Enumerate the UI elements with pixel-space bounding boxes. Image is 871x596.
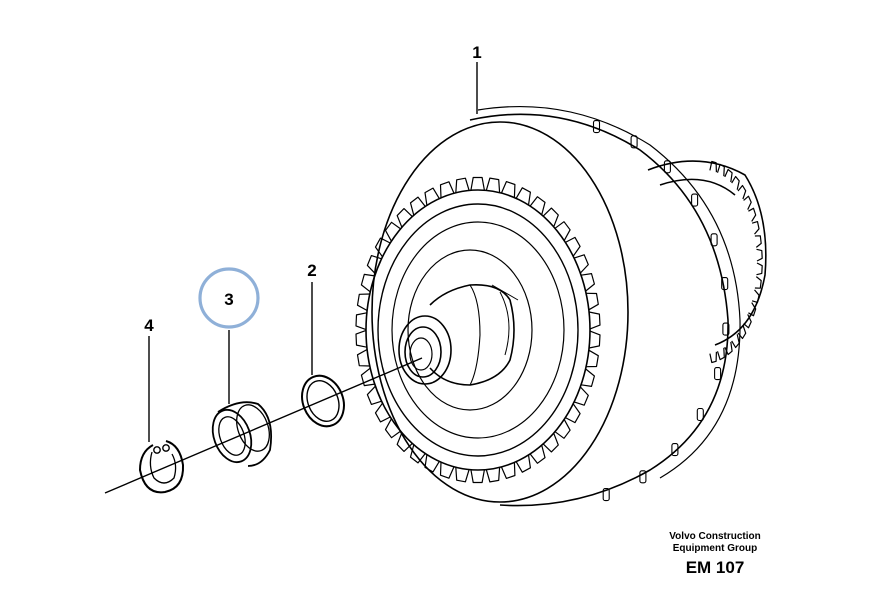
gear-tooth [384, 221, 401, 242]
gear-tooth [731, 175, 740, 190]
gear-tooth [709, 160, 717, 173]
gear-tooth [360, 367, 375, 387]
gear-tooth [515, 454, 532, 473]
part-3-sleeve [211, 401, 273, 467]
gear-tooth [554, 419, 571, 439]
gear-tooth [756, 262, 763, 276]
gear-tooth [374, 402, 391, 423]
gear-tooth [470, 176, 485, 191]
gear-tooth [724, 168, 733, 183]
gear-tooth [409, 196, 426, 216]
gear-tooth [409, 444, 426, 464]
footer-brand-block: Volvo Construction Equipment Group EM 10… [640, 531, 790, 579]
rim-stud [691, 193, 699, 207]
company-name-line-2: Equipment Group [672, 543, 758, 554]
callout-3[interactable]: 3 [224, 290, 233, 309]
gear-tooth [485, 467, 501, 483]
gear-tooth [366, 385, 382, 405]
callout-4[interactable]: 4 [144, 316, 154, 335]
gear-tooth [529, 445, 546, 464]
front-gear-teeth [355, 176, 601, 484]
gear-tooth [586, 349, 599, 368]
rim-studs [592, 120, 730, 502]
gear-tooth [424, 187, 440, 206]
gear-tooth [731, 334, 740, 349]
gear-tooth [470, 469, 485, 484]
gear-tooth [396, 208, 413, 228]
gear-tooth [586, 292, 599, 311]
gear-tooth [515, 187, 532, 206]
part-4-circlip [139, 440, 185, 494]
gear-tooth [565, 403, 581, 424]
gear-tooth [554, 221, 571, 241]
company-name-line-1: Volvo Construction [669, 531, 761, 542]
gear-tooth [455, 177, 470, 193]
gear-tooth [396, 432, 413, 452]
gear-tooth [384, 418, 401, 439]
gear-tooth [500, 462, 516, 479]
gear-tooth [542, 207, 559, 228]
gear-tooth [743, 195, 752, 210]
callout-2[interactable]: 2 [307, 261, 316, 280]
callout-1[interactable]: 1 [472, 43, 481, 62]
gear-tooth [424, 454, 440, 473]
highlight-ring-callout-3 [198, 267, 260, 329]
gear-tooth [754, 276, 762, 289]
gear-tooth [573, 254, 589, 274]
rim-stud [696, 407, 704, 422]
gear-tooth [748, 207, 757, 222]
gear-tooth [581, 368, 596, 387]
rim-stud [602, 488, 610, 502]
gear-tooth [573, 386, 589, 406]
gear-tooth [581, 273, 596, 292]
gear-tooth [360, 273, 375, 293]
rim-stud [714, 367, 722, 381]
gear-tooth [455, 467, 470, 483]
rim-stud [710, 233, 718, 247]
rim-stud [592, 120, 601, 134]
part-1-gear-assembly [355, 105, 767, 507]
gear-tooth [588, 330, 601, 349]
gear-tooth [366, 255, 382, 275]
rim-stud [630, 135, 638, 149]
rim-stud [639, 470, 647, 484]
gear-tooth [588, 311, 601, 330]
gear-tooth [374, 237, 391, 258]
gear-tooth [356, 348, 370, 367]
rim-stud [663, 160, 671, 174]
rim-stud [671, 443, 679, 457]
gear-tooth [529, 196, 546, 215]
gear-tooth [439, 181, 455, 198]
gear-tooth [439, 462, 455, 479]
gear-tooth [754, 235, 762, 248]
rim-stud [722, 322, 730, 336]
gear-tooth [500, 181, 516, 198]
gear-tooth [485, 177, 501, 193]
gear-tooth [542, 432, 559, 453]
gear-tooth [716, 347, 725, 361]
gear-tooth [756, 248, 763, 262]
gear-tooth [737, 184, 747, 200]
gear-tooth [751, 221, 760, 235]
diagram-code: EM 107 [685, 558, 745, 577]
rim-stud [721, 277, 729, 291]
part-2-o-ring [301, 374, 345, 428]
leader-lines [148, 62, 478, 442]
gear-tooth [355, 312, 367, 331]
gear-tooth [356, 293, 370, 312]
gear-tooth [355, 329, 367, 348]
gear-tooth [709, 351, 717, 364]
gear-tooth [565, 236, 581, 257]
assembly-axis-line [104, 357, 423, 494]
